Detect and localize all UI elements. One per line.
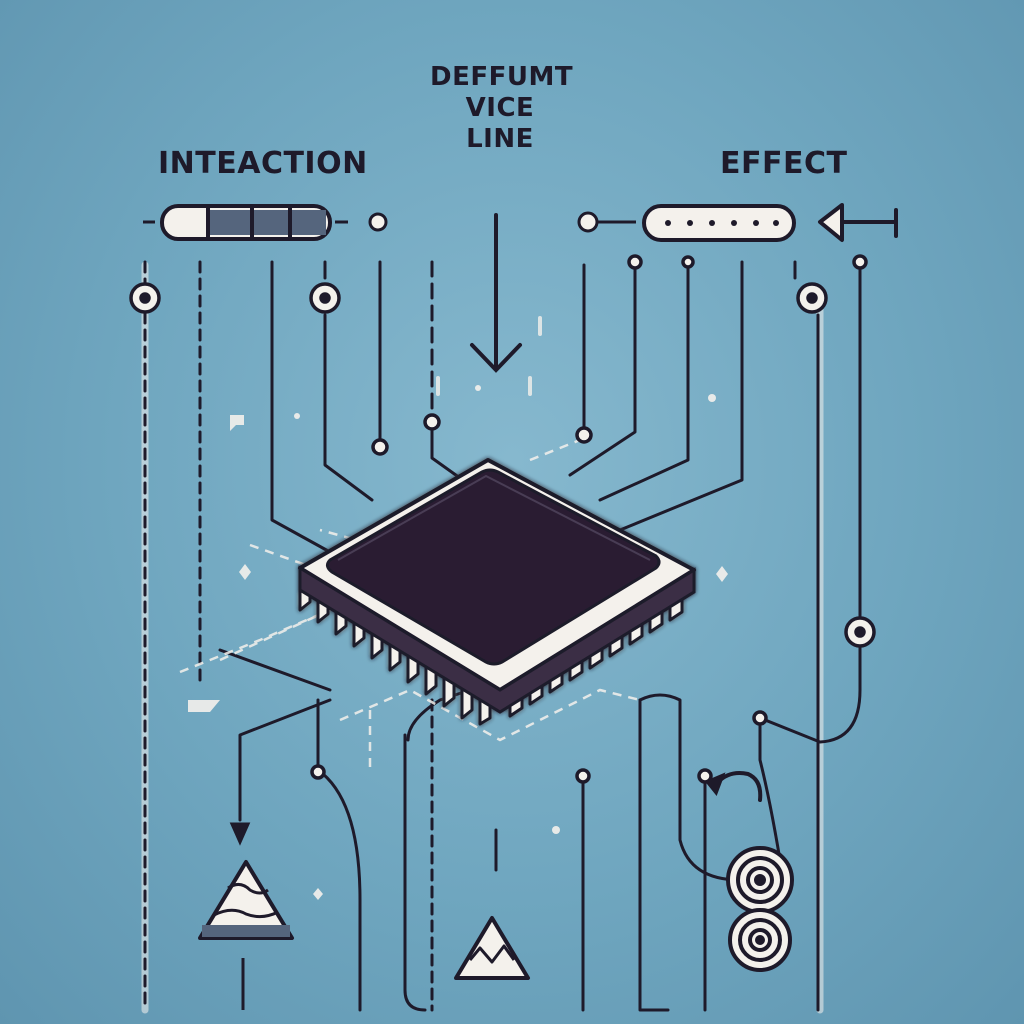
arrow-down-icon bbox=[229, 822, 251, 1010]
label-effect: EFFECT bbox=[720, 146, 848, 181]
label-center-line2: VICE bbox=[465, 93, 535, 124]
mountain-icon bbox=[454, 916, 530, 980]
spiral-icon bbox=[726, 846, 794, 972]
arrow-left-icon bbox=[818, 203, 898, 242]
label-center-line3: LINE bbox=[466, 124, 534, 155]
mountain-icon bbox=[198, 860, 294, 940]
label-default-vice-line: DEFFUMT VICE LINE bbox=[430, 62, 574, 156]
node-points bbox=[129, 254, 876, 784]
sparkle-decorations bbox=[188, 385, 728, 900]
arrow-down-icon bbox=[470, 213, 522, 373]
undo-arrow-icon bbox=[704, 771, 763, 802]
label-center-line1: DEFFUMT bbox=[430, 62, 574, 92]
left-slider-bar bbox=[143, 204, 388, 241]
right-dotted-bar bbox=[577, 204, 796, 242]
label-interaction: INTEACTION bbox=[158, 146, 368, 181]
microchip-icon bbox=[298, 458, 696, 726]
